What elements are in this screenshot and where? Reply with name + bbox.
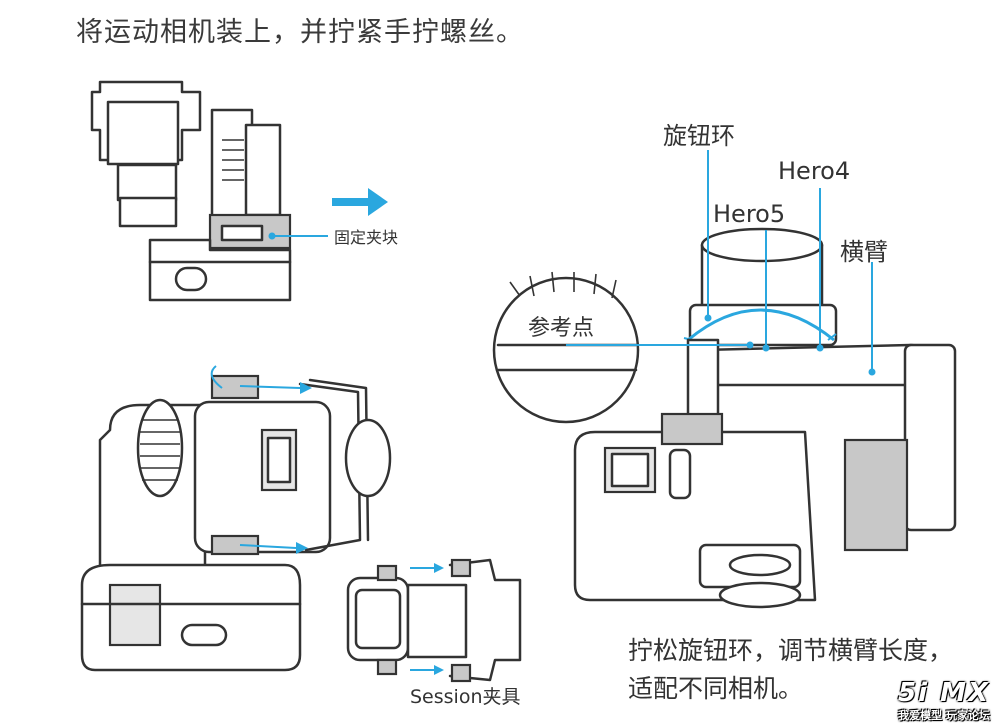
adjust-instruction-line-2: 适配不同相机。	[628, 674, 804, 703]
label-hero5: Hero5	[713, 200, 786, 228]
figure-clamp-block	[90, 80, 388, 302]
label-crossarm: 横臂	[840, 238, 888, 266]
figure-session-clamp	[346, 558, 522, 683]
adjust-instruction-line-1: 拧松旋钮环，调节横臂长度，	[628, 636, 954, 665]
right-arrow-icon	[332, 188, 388, 216]
adjust-instruction: 拧松旋钮环，调节横臂长度， 适配不同相机。	[628, 632, 953, 708]
figure-camera-mounted	[80, 365, 392, 672]
label-clamp-block: 固定夹块	[334, 228, 399, 247]
label-reference-point: 参考点	[528, 316, 595, 341]
watermark: 5i MX 我爱模型 玩家论坛	[898, 679, 990, 723]
figure-crossarm-adjust	[492, 150, 957, 609]
label-hero4: Hero4	[778, 157, 851, 185]
label-session-clamp: Session夹具	[410, 686, 521, 708]
watermark-logo: 5i MX	[898, 678, 990, 708]
label-knob-ring: 旋钮环	[663, 122, 735, 150]
page-title: 将运动相机装上，并拧紧手拧螺丝。	[76, 17, 524, 48]
watermark-sub: 我爱模型 玩家论坛	[898, 709, 990, 722]
